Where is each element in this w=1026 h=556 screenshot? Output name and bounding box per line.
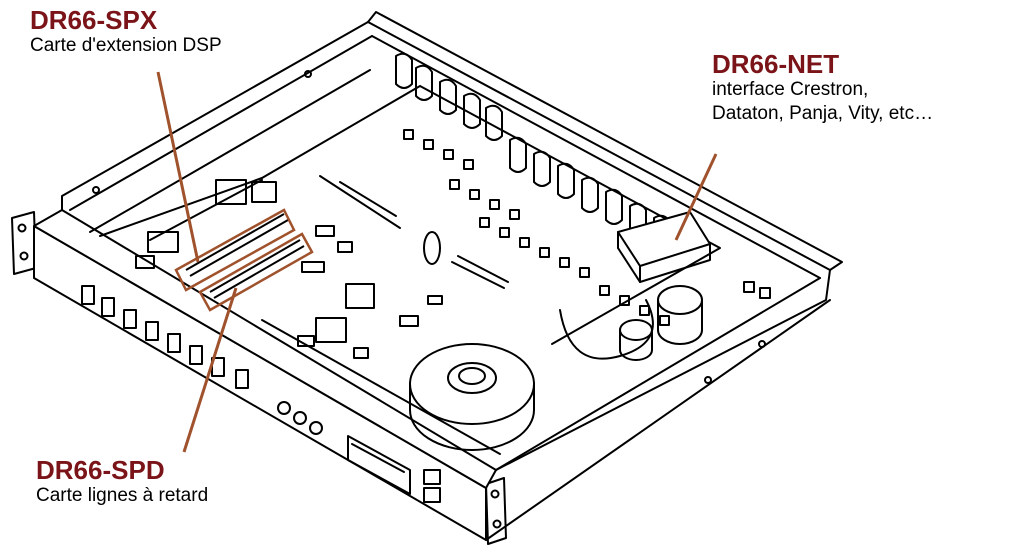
right-rack-ear	[485, 477, 507, 545]
callout-title: DR66-NET	[712, 49, 840, 79]
callout-description-line-1: interface Crestron,	[712, 79, 869, 100]
callout-description: Carte d'extension DSP	[30, 35, 222, 56]
callout-dr66-spx: DR66-SPX Carte d'extension DSP	[30, 6, 222, 58]
expansion-slots	[185, 213, 305, 299]
net-module	[617, 211, 711, 283]
net-leader-line	[674, 153, 718, 241]
callout-description-line-2: Dataton, Panja, Vity, etc…	[712, 103, 934, 124]
component-grid	[403, 129, 670, 326]
front-panel-buttons	[81, 285, 441, 503]
connector-strip	[395, 52, 671, 251]
left-rack-ear	[11, 211, 37, 275]
transformer	[409, 343, 535, 451]
spx-leader-line	[156, 71, 200, 263]
screws	[92, 70, 766, 384]
callout-title: DR66-SPX	[30, 5, 158, 35]
callout-dr66-net: DR66-NET interface Crestron, Dataton, Pa…	[712, 50, 933, 126]
callout-description: Carte lignes à retard	[36, 485, 209, 506]
power-section	[559, 281, 771, 361]
callout-dr66-spd: DR66-SPD Carte lignes à retard	[36, 456, 208, 508]
spd-leader-line	[182, 287, 238, 453]
spd-slot-highlight	[198, 232, 314, 312]
main-board	[89, 69, 721, 455]
spx-slot-highlight	[174, 208, 296, 292]
chassis	[33, 11, 843, 541]
callout-title: DR66-SPD	[36, 455, 165, 485]
